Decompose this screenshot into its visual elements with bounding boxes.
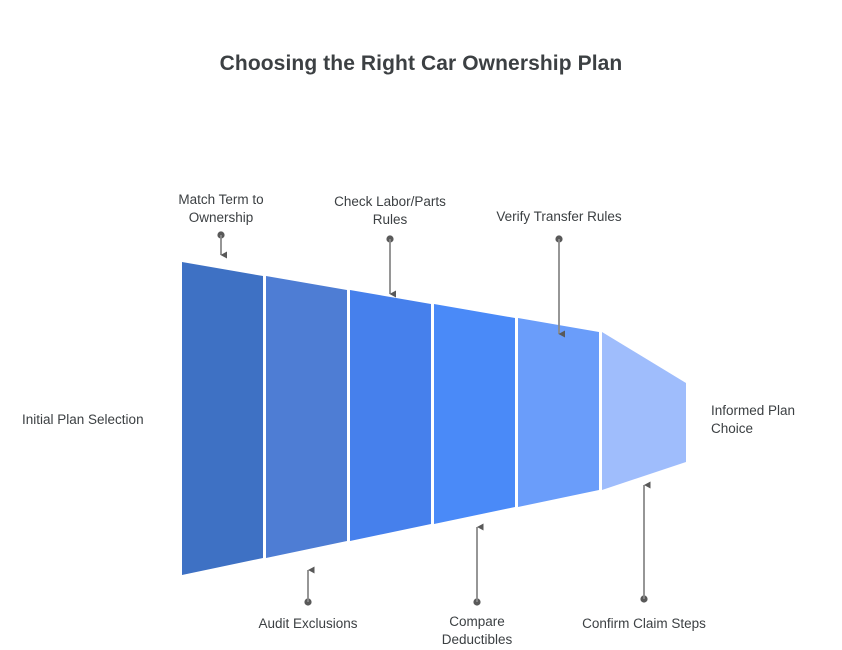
funnel-end-label: Informed Plan Choice (711, 403, 796, 436)
bottom-connectors (304, 481, 651, 606)
top-connectors (217, 231, 565, 338)
funnel-stage-label-audit-exclusions: Audit Exclusions (258, 616, 358, 631)
funnel-segments (182, 262, 686, 575)
funnel-stage-label-confirm-claim-steps: Confirm Claim Steps (582, 616, 706, 631)
funnel-segment-5[interactable] (518, 318, 599, 507)
funnel-stage-label-verify-transfer: Verify Transfer Rules (496, 209, 622, 224)
funnel-stage-label-compare-deductibles: Compare Deductibles (441, 614, 513, 647)
funnel-segment-6[interactable] (602, 332, 686, 490)
funnel-segment-1[interactable] (182, 262, 263, 575)
page-title: Choosing the Right Car Ownership Plan (219, 52, 623, 75)
connector-arrow-bottom-3 (640, 481, 651, 603)
connector-arrow-top-3 (555, 235, 565, 338)
connector-arrow-bottom-2 (473, 523, 484, 606)
funnel-segment-4[interactable] (434, 304, 515, 524)
connector-arrow-top-2 (386, 235, 396, 298)
funnel-stage-label-match-term: Match Term to Ownership (178, 192, 264, 225)
connector-arrow-top-1 (217, 231, 227, 259)
funnel-segment-3[interactable] (350, 290, 431, 541)
connector-arrow-bottom-1 (304, 566, 315, 606)
funnel-segment-2[interactable] (266, 276, 347, 558)
funnel-stage-label-check-labor-parts: Check Labor/Parts Rules (334, 194, 446, 227)
funnel-start-label: Initial Plan Selection (22, 412, 144, 427)
